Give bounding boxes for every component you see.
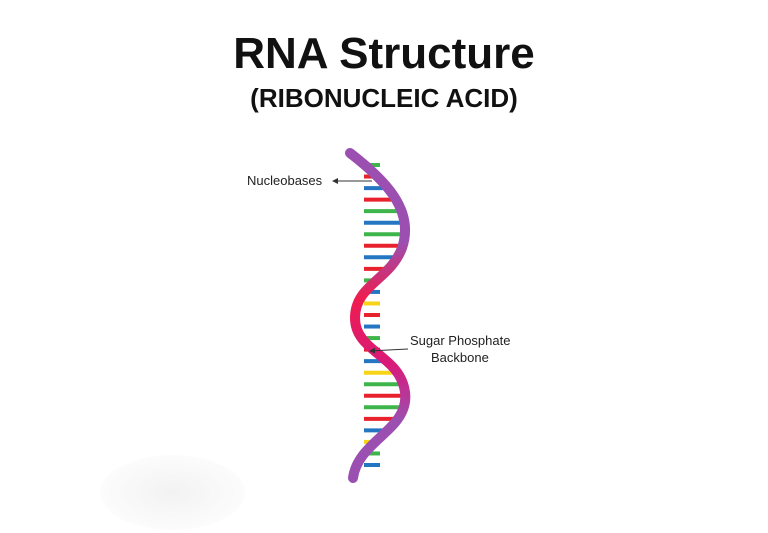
backbone-label-line1: Sugar Phosphate	[410, 333, 510, 348]
backbone-pointer	[369, 347, 409, 354]
nucleobases-label: Nucleobases	[247, 173, 323, 188]
page-title: RNA Structure	[233, 29, 535, 78]
backbone-label-line2: Backbone	[431, 350, 489, 365]
page-subtitle: (RIBONUCLEIC ACID)	[250, 83, 518, 113]
background-glow	[100, 455, 245, 530]
sugar-phosphate-backbone	[345, 148, 411, 483]
